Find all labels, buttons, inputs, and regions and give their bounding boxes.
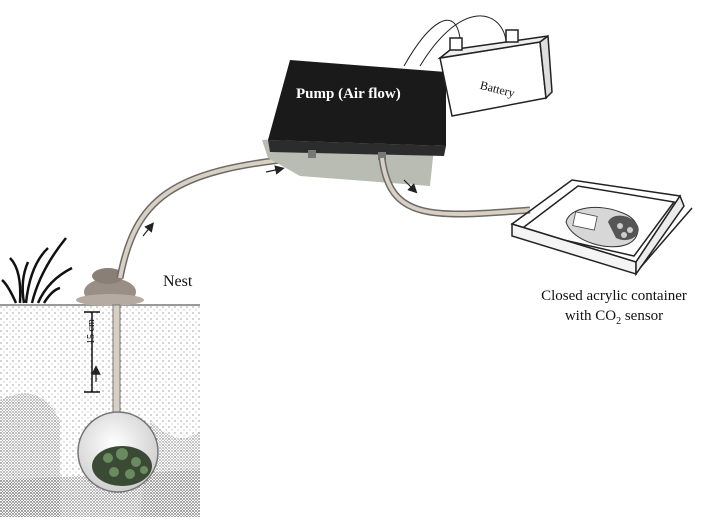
nest-label: Nest	[163, 273, 193, 290]
sensor-device-icon	[565, 206, 639, 248]
container-caption-line1: Closed acrylic container	[541, 288, 687, 304]
nest-mound-icon	[76, 268, 144, 306]
nest-chamber	[77, 411, 159, 493]
grass-icon	[1, 237, 73, 304]
acrylic-container	[510, 179, 693, 277]
arrow-icon	[265, 165, 285, 175]
container-caption-line2: with CO2 sensor	[520, 306, 708, 332]
container-caption: Closed acrylic container with CO2 sensor	[520, 286, 708, 332]
caption-sensor-text: sensor	[621, 308, 664, 324]
battery-wire	[403, 19, 461, 67]
pump-box	[268, 60, 446, 160]
pump-label: Pump (Air flow)	[296, 86, 401, 102]
arrow-icon	[403, 179, 418, 194]
outlet-tube	[380, 157, 531, 217]
underground-tube	[112, 304, 121, 416]
depth-label: 15 cm	[86, 319, 97, 344]
depth-scale	[84, 311, 100, 393]
inlet-tube-outline	[116, 154, 301, 279]
battery-wire	[419, 15, 507, 67]
inlet-tube	[118, 156, 301, 279]
arrow-icon	[142, 222, 154, 237]
battery-icon	[437, 29, 553, 117]
caption-subscript: 2	[616, 316, 622, 327]
caption-co-text: with CO	[564, 308, 617, 324]
